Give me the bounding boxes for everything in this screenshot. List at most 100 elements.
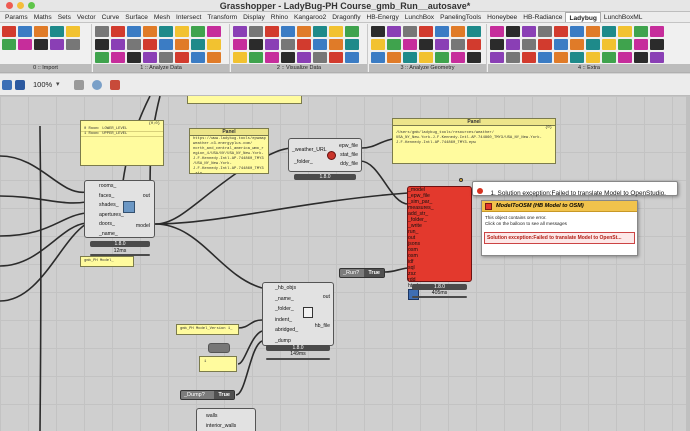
- tab-hb-energy[interactable]: HB-Energy: [366, 14, 399, 21]
- tool-icon[interactable]: [111, 26, 125, 37]
- tool-icon[interactable]: [435, 39, 449, 50]
- input-param[interactable]: faces_: [99, 192, 115, 199]
- tool-icon[interactable]: [506, 39, 520, 50]
- tool-icon[interactable]: [127, 52, 141, 63]
- tab-honeybee[interactable]: Honeybee: [487, 14, 518, 21]
- tool-icon[interactable]: [281, 39, 295, 50]
- input-param[interactable]: _hb_objs: [275, 285, 297, 291]
- input-param[interactable]: doors_: [99, 221, 115, 227]
- tool-icon[interactable]: [451, 26, 465, 37]
- tool-icon[interactable]: [634, 39, 648, 50]
- tool-icon[interactable]: [650, 52, 664, 63]
- tab-surface[interactable]: Surface: [125, 14, 148, 21]
- run-toggle[interactable]: _Run? True: [339, 268, 385, 278]
- output-model[interactable]: model: [135, 223, 150, 229]
- tool-icon[interactable]: [233, 26, 247, 37]
- tool-icon[interactable]: [403, 26, 417, 37]
- tool-icon[interactable]: [297, 52, 311, 63]
- toggle-value[interactable]: True: [214, 391, 234, 399]
- tool-icon[interactable]: [2, 39, 16, 50]
- toggle-value[interactable]: True: [364, 269, 384, 277]
- output-stat-file[interactable]: stat_file: [340, 152, 358, 158]
- tab-lunchboxml[interactable]: LunchBoxML: [603, 14, 643, 21]
- input-param[interactable]: _dump: [275, 337, 291, 344]
- tool-icon[interactable]: [554, 39, 568, 50]
- tool-icon[interactable]: [506, 52, 520, 63]
- tool-icon[interactable]: [570, 52, 584, 63]
- hb-model-component[interactable]: rooms_faces_shades_apertures_doors__name…: [84, 180, 155, 238]
- tool-icon[interactable]: [249, 39, 263, 50]
- input-param[interactable]: run_: [408, 229, 419, 235]
- tab-rhino[interactable]: Rhino: [270, 14, 289, 21]
- popup-error-message[interactable]: Solution exception:Failed to translate M…: [484, 232, 635, 244]
- tab-maths[interactable]: Maths: [33, 14, 52, 21]
- close-window-icon[interactable]: [6, 2, 13, 9]
- output-out[interactable]: out: [322, 294, 330, 300]
- tool-icon[interactable]: [570, 39, 584, 50]
- tool-icon[interactable]: [127, 26, 141, 37]
- list-item[interactable]: interior_walls: [206, 423, 237, 429]
- tool-icon[interactable]: [95, 39, 109, 50]
- model-to-osm-component[interactable]: _model_epw_file_sim_par_measures_add_str…: [407, 186, 472, 300]
- tool-icon[interactable]: [490, 26, 504, 37]
- tool-icon[interactable]: [95, 52, 109, 63]
- output-param[interactable]: jsons: [408, 241, 421, 247]
- hb-dump-objects-component[interactable]: _hb_objs_name__folder_indent_abridged__d…: [262, 282, 334, 346]
- tool-icon[interactable]: [586, 52, 600, 63]
- tab-panelingtools[interactable]: PanelingTools: [440, 14, 482, 21]
- input-param[interactable]: _write: [408, 223, 422, 229]
- input-param[interactable]: rooms_: [99, 183, 117, 189]
- output-hb-file[interactable]: hb_file: [314, 323, 330, 329]
- tool-icon[interactable]: [50, 26, 64, 37]
- tool-icon[interactable]: [159, 52, 173, 63]
- tool-icon[interactable]: [435, 26, 449, 37]
- tool-icon[interactable]: [329, 26, 343, 37]
- tool-icon[interactable]: [522, 52, 536, 63]
- output-epw-file[interactable]: epw_file: [338, 143, 358, 149]
- model-name-panel[interactable]: gmb_PH Model_: [80, 256, 134, 267]
- tool-icon[interactable]: [281, 52, 295, 63]
- tool-icon[interactable]: [249, 26, 263, 37]
- save-icon[interactable]: [15, 80, 25, 90]
- tool-icon[interactable]: [191, 52, 205, 63]
- tab-mesh[interactable]: Mesh: [153, 14, 171, 21]
- tool-icon[interactable]: [233, 39, 247, 50]
- tool-icon[interactable]: [2, 26, 16, 37]
- tab-vector[interactable]: Vector: [76, 14, 96, 21]
- tab-intersect[interactable]: Intersect: [176, 14, 202, 21]
- tool-icon[interactable]: [586, 39, 600, 50]
- tool-icon[interactable]: [207, 26, 221, 37]
- epw-path-panel[interactable]: Panel {0} /Users/gmb/ladybug_tools/resou…: [392, 118, 556, 164]
- tab-dragonfly[interactable]: Dragonfly: [332, 14, 361, 21]
- output-param[interactable]: zsz: [408, 271, 416, 277]
- panel-offscreen[interactable]: [187, 96, 302, 104]
- tool-icon[interactable]: [175, 26, 189, 37]
- tool-icon[interactable]: [522, 26, 536, 37]
- preview-eye-icon[interactable]: [92, 80, 102, 90]
- tool-icon[interactable]: [345, 52, 359, 63]
- input-param[interactable]: indent_: [275, 316, 293, 323]
- tool-icon[interactable]: [297, 26, 311, 37]
- tool-icon[interactable]: [329, 39, 343, 50]
- sketch-icon[interactable]: [74, 80, 84, 90]
- tool-icon[interactable]: [313, 26, 327, 37]
- tool-icon[interactable]: [419, 26, 433, 37]
- tool-icon[interactable]: [345, 39, 359, 50]
- tab-transform[interactable]: Transform: [207, 14, 238, 21]
- input-param[interactable]: _folder_: [275, 306, 294, 312]
- tab-ladybug[interactable]: Ladybug: [565, 12, 601, 22]
- tool-icon[interactable]: [371, 26, 385, 37]
- tab-sets[interactable]: Sets: [57, 14, 71, 21]
- tool-icon[interactable]: [281, 26, 295, 37]
- tool-icon[interactable]: [618, 52, 632, 63]
- tool-icon[interactable]: [506, 26, 520, 37]
- tab-display[interactable]: Display: [243, 14, 265, 21]
- input-param[interactable]: _sim_par_: [408, 199, 433, 205]
- tool-icon[interactable]: [554, 52, 568, 63]
- open-file-icon[interactable]: [2, 80, 12, 90]
- tool-icon[interactable]: [602, 26, 616, 37]
- tool-icon[interactable]: [18, 39, 32, 50]
- tool-icon[interactable]: [490, 52, 504, 63]
- tool-icon[interactable]: [371, 39, 385, 50]
- input-param[interactable]: _name_: [275, 295, 294, 302]
